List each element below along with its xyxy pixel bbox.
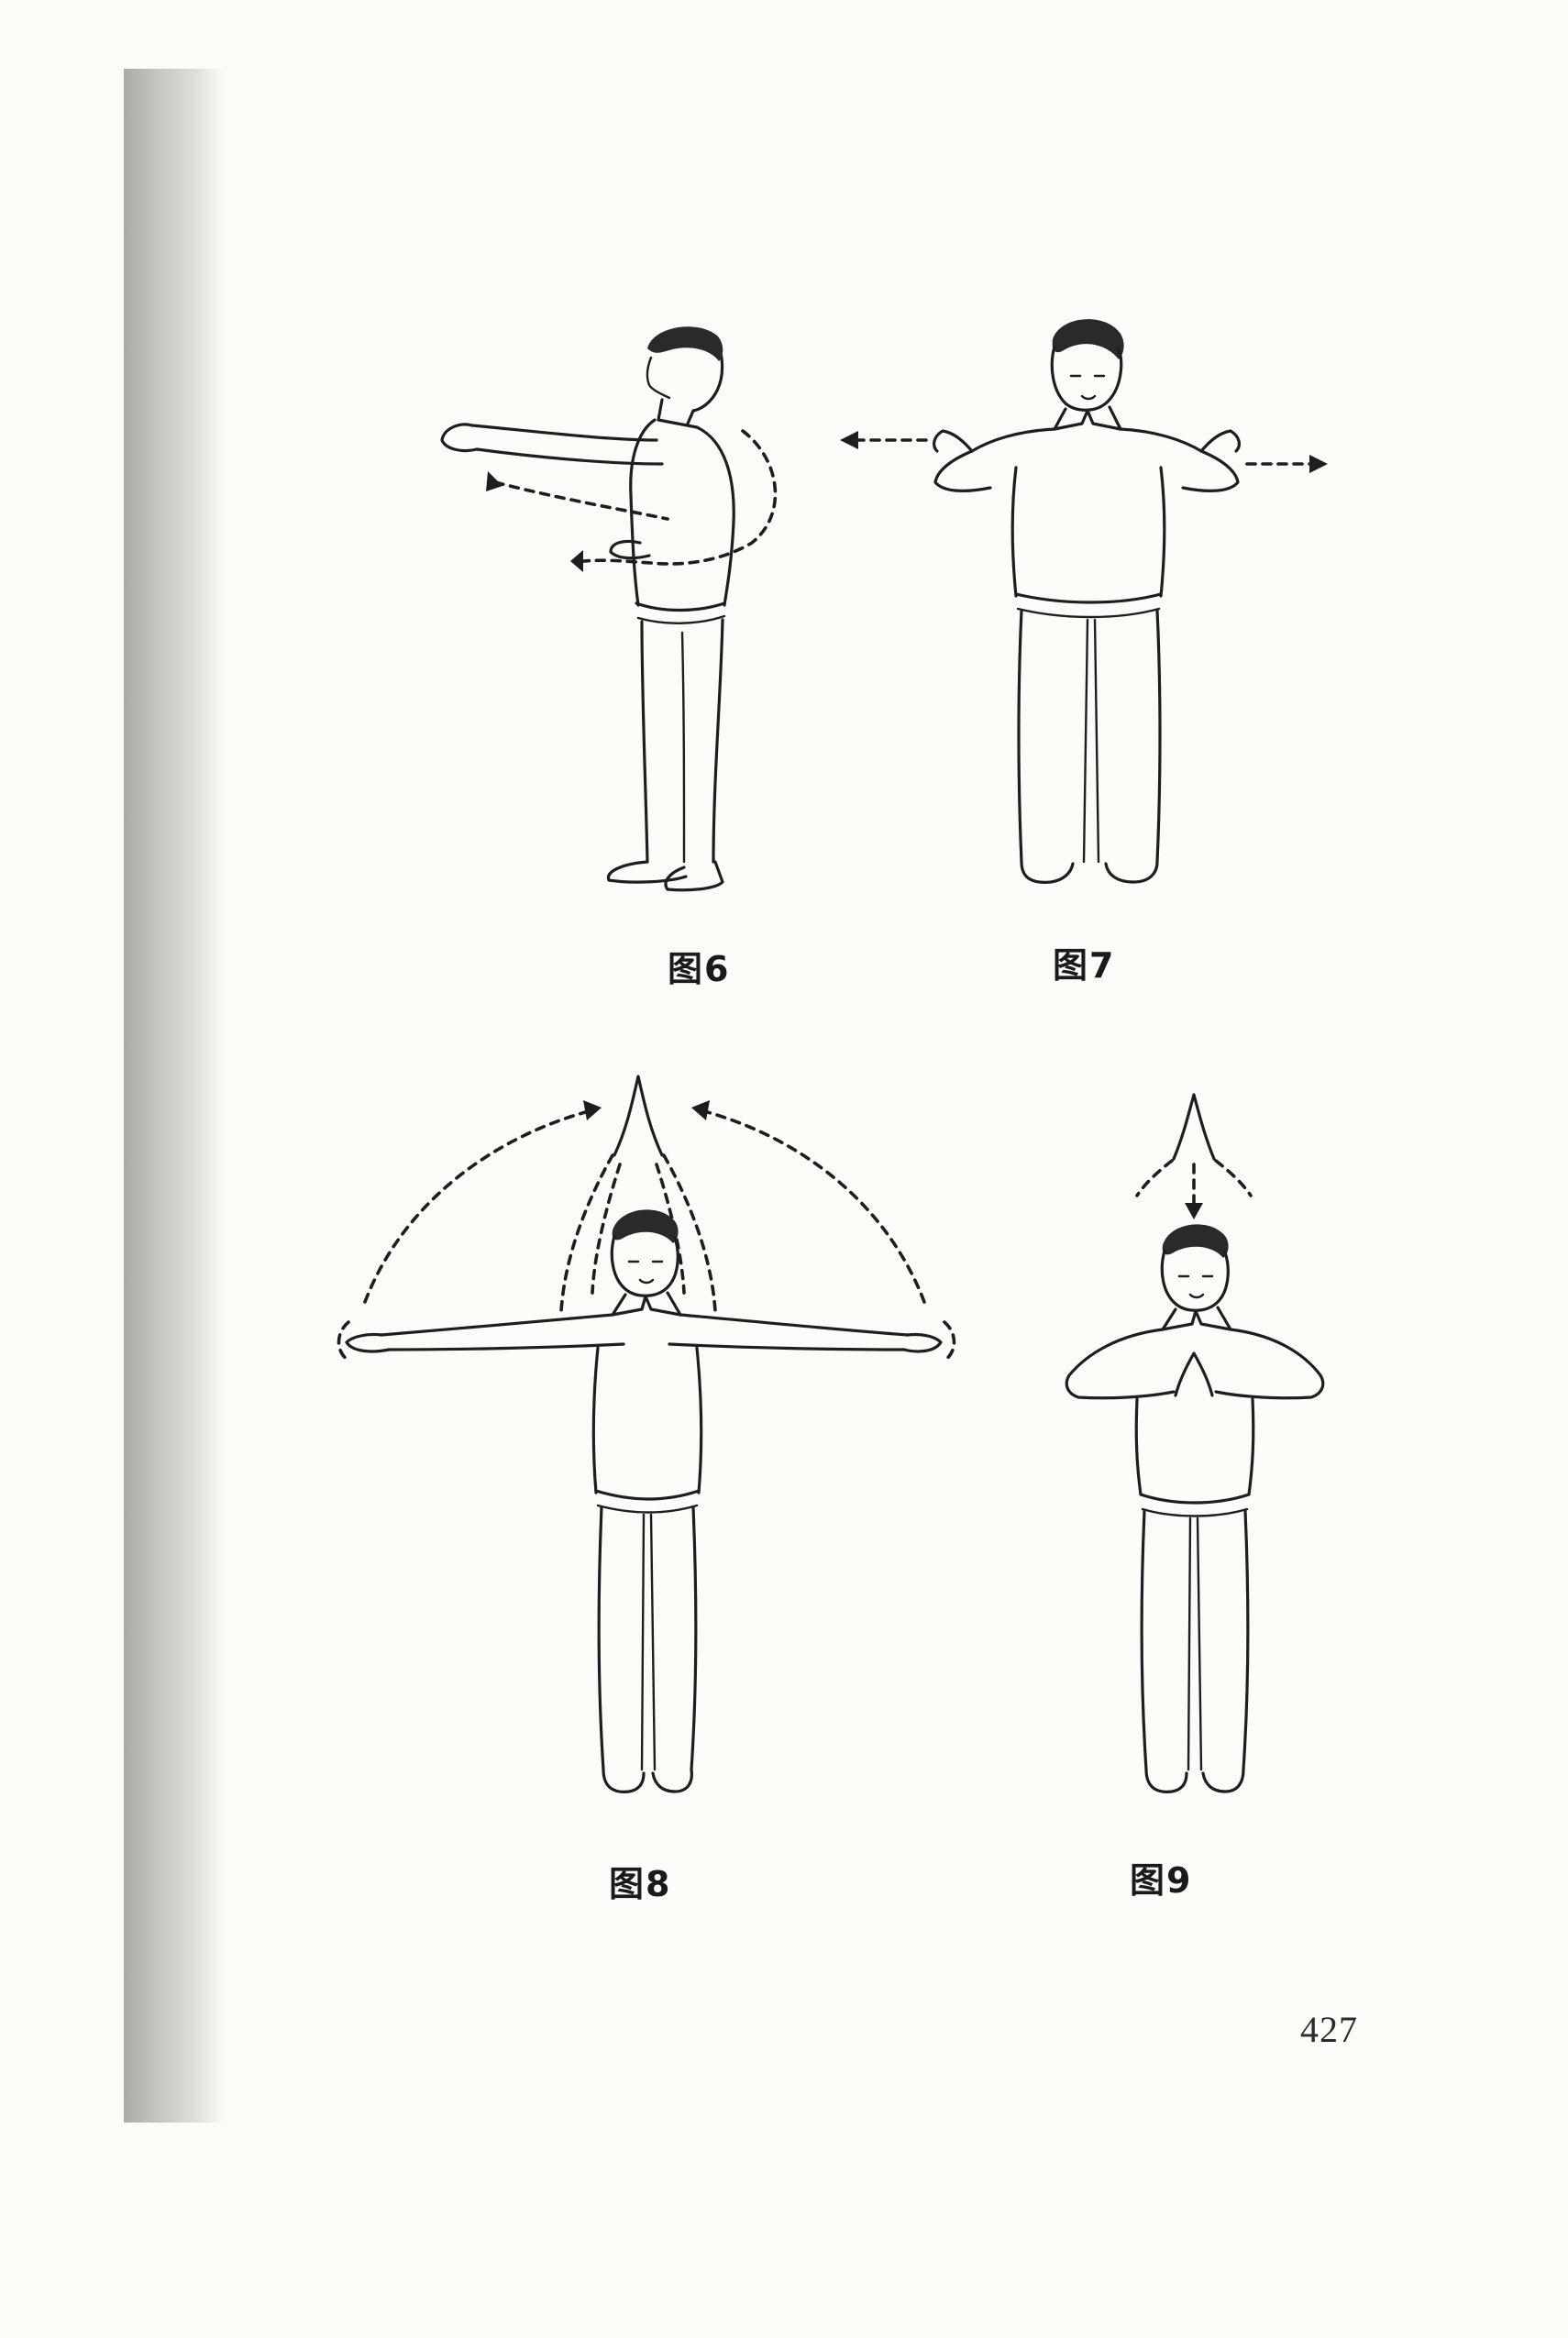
figure-6-illustration [422,303,825,926]
figure-8-caption: 图8 [609,1856,671,1906]
figure-7-illustration [834,303,1348,917]
figure-9-caption: 图9 [1130,1852,1192,1902]
figure-7-caption: 图7 [1053,937,1115,987]
figure-8-illustration [321,1064,981,1834]
binding-shadow [124,69,225,2123]
figure-6-caption: 图6 [668,941,730,991]
figure-9-illustration [1036,1082,1348,1815]
page-number: 427 [1300,2008,1358,2051]
